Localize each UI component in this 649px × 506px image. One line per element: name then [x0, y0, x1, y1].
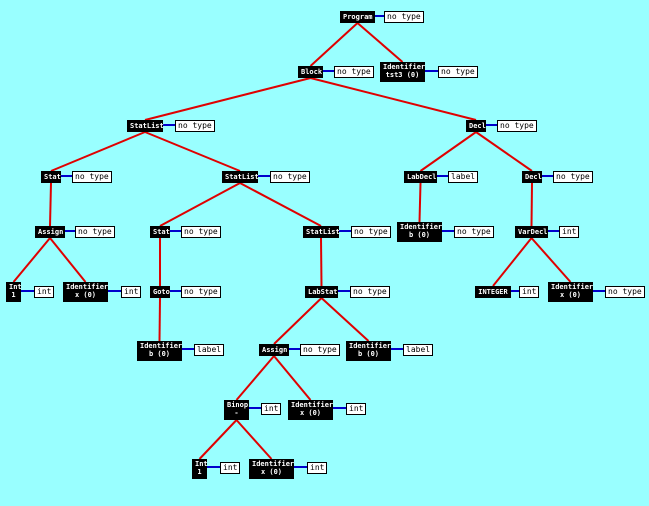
tree-node-stat2: Stat — [150, 226, 170, 238]
type-label-statlist3: no type — [351, 226, 391, 238]
tree-node-id_b1: Identifier b (0) — [397, 222, 442, 242]
tree-node-program: Program — [340, 11, 375, 23]
tree-node-assign1: Assign — [35, 226, 65, 238]
tree-node-vardecl: VarDecl — [515, 226, 548, 238]
tree-edge-block-decl1 — [310, 77, 477, 121]
tree-node-integer: INTEGER — [475, 286, 511, 298]
type-label-stat1: no type — [72, 171, 112, 183]
tree-node-id_b2: Identifier b (0) — [137, 341, 182, 361]
tree-node-stat1: Stat — [41, 171, 61, 183]
type-label-assign1: no type — [75, 226, 115, 238]
tree-edge-labdecl-id_b1 — [418, 182, 422, 223]
tree-node-id_x3: Identifier x (0) — [288, 400, 333, 420]
type-label-id_x3: int — [346, 403, 367, 415]
tree-node-id_x4: Identifier x (0) — [249, 459, 294, 479]
tree-edge-program-id_test — [356, 22, 404, 63]
tree-node-labstat: LabStat — [305, 286, 338, 298]
type-label-id_x4: int — [307, 462, 328, 474]
tree-edge-vardecl-integer — [492, 237, 533, 287]
type-label-decl2: no type — [553, 171, 593, 183]
tree-edge-binop-id_x4 — [235, 419, 273, 460]
tree-node-id_x2: Identifier x (0) — [548, 282, 593, 302]
type-label-id_b1: no type — [454, 226, 494, 238]
tree-edge-statlist2-statlist3 — [239, 182, 322, 227]
tree-node-binop: Binop - — [224, 400, 249, 420]
tree-edge-goto-id_b2 — [158, 297, 161, 342]
tree-edge-labstat-assign2 — [273, 297, 323, 345]
tree-node-assign2: Assign — [259, 344, 289, 356]
tree-edge-decl1-labdecl — [419, 131, 477, 172]
type-label-stat2: no type — [181, 226, 221, 238]
tree-node-statlist1: StatList — [127, 120, 164, 132]
type-label-integer: int — [519, 286, 540, 298]
type-label-int1: int — [34, 286, 55, 298]
tree-node-decl1: Decl — [466, 120, 486, 132]
type-label-int2: int — [220, 462, 241, 474]
type-label-labdecl: label — [448, 171, 479, 183]
tree-edge-block-statlist1 — [144, 77, 311, 121]
tree-node-int1: Int 1 — [6, 282, 22, 302]
tree-edge-binop-int2 — [198, 419, 238, 460]
tree-edge-assign1-int1 — [12, 237, 51, 283]
type-label-id_b3: label — [403, 344, 434, 356]
type-label-vardecl: int — [559, 226, 580, 238]
type-label-labstat: no type — [350, 286, 390, 298]
type-label-program: no type — [384, 11, 424, 23]
tree-node-labdecl: LabDecl — [404, 171, 437, 183]
tree-node-goto: Goto — [150, 286, 170, 298]
tree-edge-assign2-binop — [235, 355, 275, 401]
tree-edge-statlist3-labstat — [320, 237, 323, 287]
tree-edge-labstat-id_b3 — [320, 297, 370, 342]
tree-node-id_test: Identifier tst3 (0) — [380, 62, 425, 82]
type-label-id_x1: int — [121, 286, 142, 298]
type-label-decl1: no type — [497, 120, 537, 132]
tree-node-statlist3: StatList — [303, 226, 340, 238]
tree-edge-stat1-assign1 — [49, 182, 52, 227]
tree-node-block: Block — [298, 66, 323, 78]
tree-node-id_b3: Identifier b (0) — [346, 341, 391, 361]
tree-edge-decl1-decl2 — [475, 131, 533, 172]
type-label-assign2: no type — [300, 344, 340, 356]
type-label-goto: no type — [181, 286, 221, 298]
tree-node-id_x1: Identifier x (0) — [63, 282, 108, 302]
tree-edge-decl2-vardecl — [530, 182, 533, 227]
type-label-id_x2: no type — [605, 286, 645, 298]
tree-edge-statlist1-statlist2 — [144, 131, 241, 172]
tree-node-decl2: Decl — [522, 171, 542, 183]
tree-edge-statlist2-stat2 — [159, 182, 241, 227]
tree-node-statlist2: StatList — [222, 171, 259, 183]
type-label-id_test: no type — [438, 66, 478, 78]
tree-edge-assign2-id_x3 — [273, 355, 312, 401]
tree-edge-vardecl-id_x2 — [530, 237, 572, 283]
type-label-block: no type — [334, 66, 374, 78]
tree-edge-program-block — [309, 22, 359, 67]
type-label-statlist1: no type — [175, 120, 215, 132]
type-label-id_b2: label — [194, 344, 225, 356]
type-label-statlist2: no type — [270, 171, 310, 183]
type-label-binop: int — [261, 403, 282, 415]
tree-edge-assign1-id_x1 — [49, 237, 87, 283]
tree-edge-statlist1-stat1 — [50, 131, 146, 172]
tree-node-int2: Int 1 — [192, 459, 208, 479]
